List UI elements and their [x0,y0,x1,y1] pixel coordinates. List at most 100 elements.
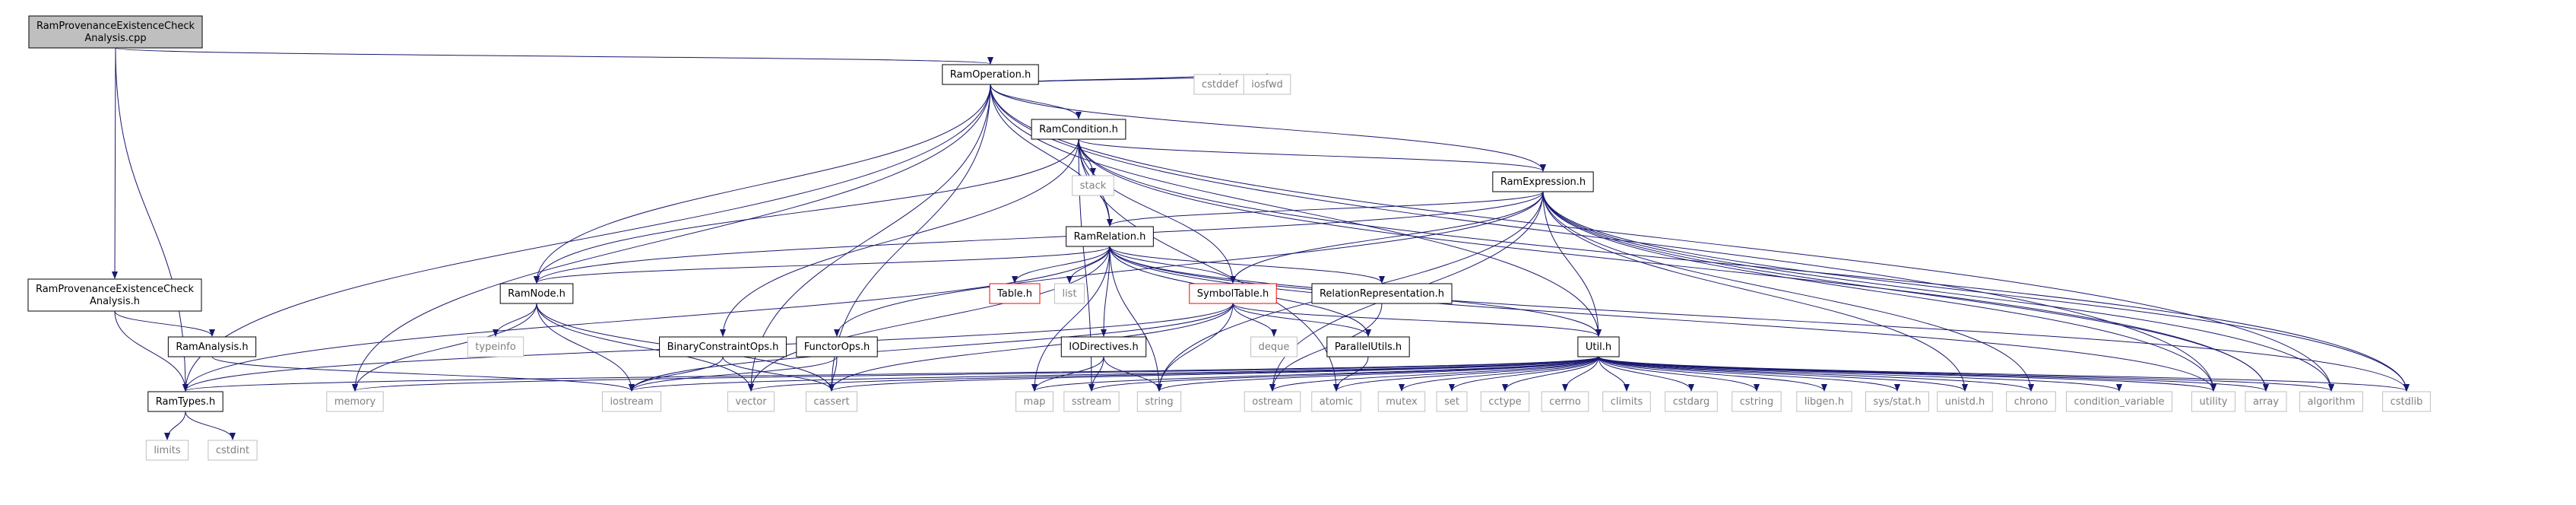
edge-util-to-cassert [829,356,1599,392]
node-box [1243,74,1291,95]
edge-ramop-to-algorithm [990,84,2334,392]
node-ramtypes[interactable]: RamTypes.h [147,391,223,412]
node-typeinfo: typeinfo [467,336,524,357]
node-stack: stack [1072,175,1114,196]
edge-ramop-to-memory [352,84,991,392]
edge-ramtypes-to-limits [164,411,186,440]
edge-ramcond-to-array [1078,138,2269,392]
node-table[interactable]: Table.h [989,283,1041,304]
node-box [167,336,257,357]
node-box [2299,391,2363,412]
edge-ramcond-to-binops [720,138,1079,337]
edge-ramop-to-ramnode [534,84,991,284]
node-label: atomic [1320,396,1353,408]
node-binops[interactable]: BinaryConstraintOps.h [659,336,787,357]
node-box [2191,391,2235,412]
edge-functorops-to-iostream [629,356,838,392]
node-box [601,391,662,412]
edge-ramrel-to-iodir [1101,246,1111,337]
node-box [1060,336,1147,357]
node-label: unistd.h [1945,396,1985,408]
node-util[interactable]: Util.h [1577,336,1620,357]
edge-ramop-to-cassert [829,84,991,392]
edge-util-to-atomic [1333,356,1599,392]
node-ramanalysis[interactable]: RamAnalysis.h [167,336,257,357]
node-cassert: cassert [805,391,858,412]
node-climits: climits [1602,391,1651,412]
node-box [727,391,775,412]
node-label: utility [2200,396,2228,408]
edge-util-to-condvar [1598,356,2122,392]
node-label: FunctorOps.h [804,341,870,353]
edge-binops-to-cassert [722,356,835,392]
node-label: BinaryConstraintOps.h [667,341,779,353]
node-box [1072,175,1114,196]
node-label: Table.h [996,288,1032,300]
edge-util-to-ostream [1269,356,1599,392]
dependency-nodes: RamProvenanceExistenceCheckAnalysis.cppR… [27,15,2431,461]
node-iosfwd: iosfwd [1243,74,1291,95]
edge-ramexpr-to-ramrel [1107,191,1544,227]
node-relrep[interactable]: RelationRepresentation.h [1311,283,1453,304]
node-label: limits [154,445,181,456]
edge-ramcond-to-cstdlib [1078,138,2410,392]
node-parallel[interactable]: ParallelUtils.h [1326,336,1410,357]
edge-symtab-to-cassert [829,303,1234,392]
edge-symtab-to-string [1156,303,1234,392]
node-memory: memory [326,391,384,412]
node-label: sstream [1072,396,1111,408]
node-array: array [2245,391,2287,412]
node-list: list [1054,283,1085,304]
node-label: set [1444,396,1459,408]
node-cerrno: cerrno [1541,391,1589,412]
edge-ramnode-to-memory [352,303,537,392]
node-box [805,391,858,412]
node-box [1377,391,1426,412]
node-box [499,283,574,304]
node-ostream: ostream [1244,391,1301,412]
node-label: RamProvenanceExistenceCheck [36,21,195,32]
node-libgen: libgen.h [1796,391,1852,412]
node-label: condition_variable [2074,396,2164,408]
edge-util-to-cerrno [1562,356,1599,392]
node-symtab[interactable]: SymbolTable.h [1189,283,1277,304]
edge-ramrel-to-ramtypes [182,246,1111,392]
node-box [2006,391,2056,412]
edge-ramexpr-to-algorithm [1542,191,2334,392]
edge-ramrel-to-map [1031,246,1111,392]
node-label: climits [1611,396,1643,408]
node-ramnode[interactable]: RamNode.h [499,283,574,304]
node-ramop[interactable]: RamOperation.h [942,64,1039,85]
node-label: cctype [1488,396,1521,408]
node-label: cstdint [216,445,249,456]
edge-root-to-ramop [115,47,993,65]
node-label: vector [735,396,767,408]
edge-util-to-cctype [1502,356,1599,392]
node-ramexpr[interactable]: RamExpression.h [1492,171,1594,192]
node-box [1063,391,1120,412]
edge-ramop-to-ramrel [990,84,1113,227]
node-ramrel[interactable]: RamRelation.h [1066,226,1154,247]
node-utility: utility [2191,391,2235,412]
node-label: RamOperation.h [950,69,1031,81]
node-label: RamNode.h [508,288,566,300]
node-box [1189,283,1277,304]
edge-util-to-ramtypes [182,356,1599,392]
edge-ramrel-to-vector [748,246,1111,392]
edge-ramrel-to-utility [1109,246,2216,392]
node-box [1602,391,1651,412]
edge-ramrel-to-symtab [1109,246,1236,284]
node-functorops[interactable]: FunctorOps.h [796,336,878,357]
node-label: cstring [1740,396,1773,408]
edge-util-to-cstring [1598,356,1760,392]
node-map: map [1016,391,1054,412]
node-iodir[interactable]: IODirectives.h [1060,336,1147,357]
node-label: map [1024,396,1046,408]
edge-util-to-mutex [1399,356,1599,392]
node-atomic: atomic [1311,391,1361,412]
node-label: iostream [610,396,653,408]
node-ramcond[interactable]: RamCondition.h [1031,119,1126,140]
